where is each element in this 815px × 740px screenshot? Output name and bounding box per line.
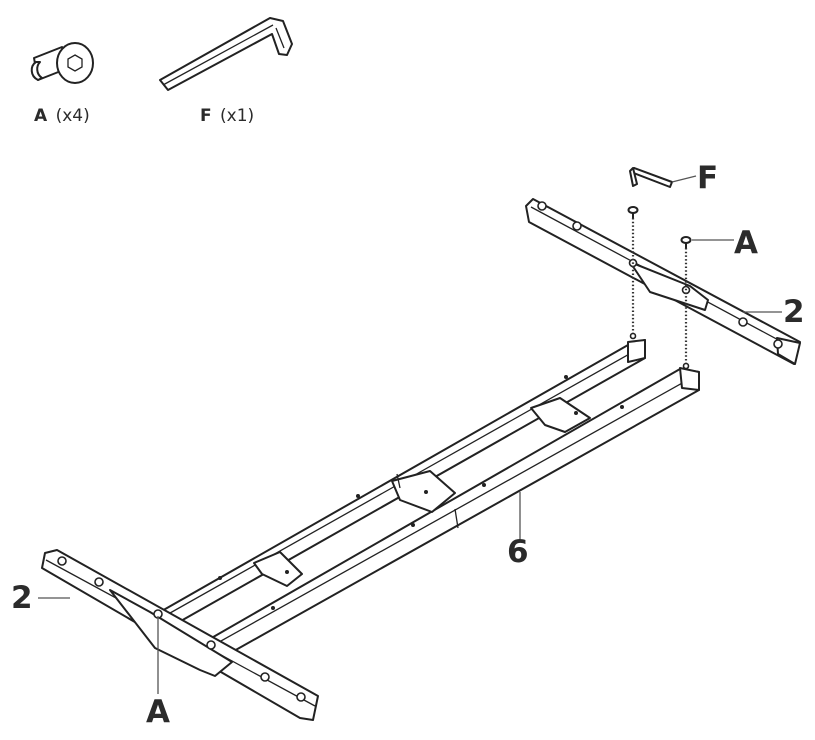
svg-text:F (x1): F (x1): [200, 106, 254, 126]
part-f-qty: (x1): [220, 106, 254, 126]
callout-2-right: 2: [783, 294, 805, 330]
callout-6: 6: [507, 534, 529, 570]
flat-head-hex-screw-icon: [30, 42, 94, 84]
part-a-qty: (x4): [56, 106, 90, 126]
screw-a-top: [627, 206, 692, 249]
callout-2-left: 2: [11, 580, 33, 616]
callout-f: F: [697, 160, 718, 196]
left-foot: [41, 549, 319, 721]
frame-beam: [159, 332, 700, 657]
part-a-letter: A: [34, 106, 48, 126]
callout-a-top: A: [734, 225, 758, 261]
svg-text:A (x4): A (x4): [34, 106, 90, 126]
hex-key-icon: [159, 17, 293, 91]
right-foot: [525, 198, 801, 365]
callout-a-bottom: A: [146, 694, 170, 730]
part-f-letter: F: [200, 106, 212, 126]
hex-key-small-icon: [629, 167, 673, 188]
